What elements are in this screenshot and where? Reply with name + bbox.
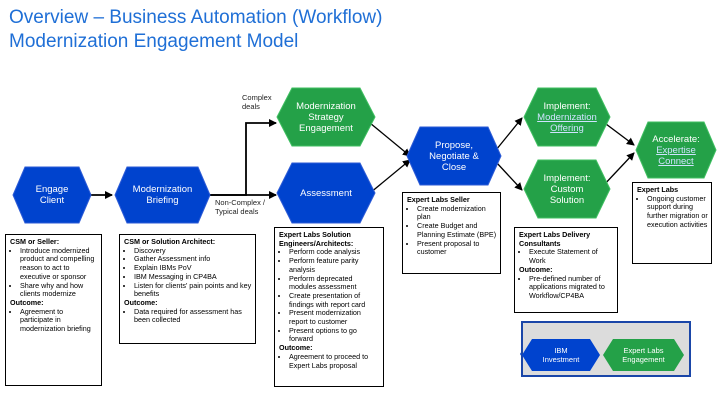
legend-expert-label: Expert Labs Engagement xyxy=(622,346,665,364)
node-strategy-engagement xyxy=(276,87,376,147)
legend-ibm-label: IBM Investment xyxy=(542,346,580,364)
list-item: Listen for clients’ pain points and key … xyxy=(134,281,252,299)
list-item: Explain IBMs PoV xyxy=(134,263,252,273)
node-modernization-briefing xyxy=(114,166,211,224)
list-item: Present modernization report to customer xyxy=(289,308,380,326)
box-delivery-outcome-list: Pre-defined number of applications migra… xyxy=(519,274,614,301)
list-item: Pre-defined number of applications migra… xyxy=(529,274,614,301)
box-expert-labs-seller: Expert Labs Seller Create modernization … xyxy=(402,192,501,274)
legend-expert-hex-shape xyxy=(603,339,684,371)
list-item: Perform code analysis xyxy=(289,248,380,257)
box-engineers-heading: Expert Labs Solution Engineers/Architect… xyxy=(279,230,354,248)
list-item: Agreement to proceed to Expert Labs prop… xyxy=(289,352,380,370)
list-item: Perform feature parity analysis xyxy=(289,256,380,274)
list-item: Ongoing customer support during further … xyxy=(647,194,708,230)
box-solution-architect: CSM or Solution Architect: Discovery Gat… xyxy=(119,234,256,344)
box-delivery-outcome-label: Outcome: xyxy=(519,264,553,274)
list-item: Execute Statement of Work xyxy=(529,247,614,265)
node-assessment xyxy=(276,162,376,224)
box-csm-heading: CSM or Seller: xyxy=(10,237,60,246)
box-delivery-consultants: Expert Labs Delivery Consultants Execute… xyxy=(514,227,618,313)
box-architect-outcome-label: Outcome: xyxy=(124,297,158,307)
box-seller-heading: Expert Labs Seller xyxy=(407,195,470,204)
node-engage-label: Engage Client xyxy=(35,184,69,206)
node-accelerate-text: Accelerate: Expertise Connect xyxy=(637,123,715,177)
box-expert-labs: Expert Labs Ongoing customer support dur… xyxy=(632,182,712,264)
node-implement-custom xyxy=(523,159,611,219)
node-implement-offering xyxy=(523,87,611,147)
box-engineers-list: Perform code analysis Perform feature pa… xyxy=(279,248,380,344)
edge-label-complex: Complex deals xyxy=(242,93,272,111)
box-solution-engineers: Expert Labs Solution Engineers/Architect… xyxy=(274,227,384,387)
node-implement-offering-label: Implement: xyxy=(543,100,591,112)
arrow-propose-to-offering xyxy=(495,117,523,151)
list-item: Perform deprecated modules assessment xyxy=(289,274,380,292)
box-csm-list: Introduce modernized product and compell… xyxy=(10,246,98,299)
node-propose-label: Propose, Negotiate & Close xyxy=(429,139,479,173)
legend-ibm-hex-shape xyxy=(522,339,600,371)
arrow-propose-to-custom xyxy=(495,161,523,191)
list-item: Introduce modernized product and compell… xyxy=(20,246,98,282)
list-item: IBM Messaging in CP4BA xyxy=(134,272,252,282)
node-assessment-label: Assessment xyxy=(300,187,352,199)
box-seller-list: Create modernization plan Create Budget … xyxy=(407,204,497,257)
page-title: Overview – Business Automation (Workflow… xyxy=(9,7,383,28)
arrow-custom-to-accelerate xyxy=(601,152,635,188)
box-delivery-heading: Expert Labs Delivery Consultants xyxy=(519,230,591,248)
list-item: Create presentation of findings with rep… xyxy=(289,291,380,309)
box-expert-heading: Expert Labs xyxy=(637,185,679,194)
box-architect-list: Discovery Gather Assessment info Explain… xyxy=(124,246,252,299)
list-item: Discovery xyxy=(134,246,252,256)
expertise-connect-link[interactable]: Expertise Connect xyxy=(656,144,696,167)
box-csm-outcome-label: Outcome: xyxy=(10,297,44,307)
list-item: Gather Assessment info xyxy=(134,255,252,264)
node-implement-offering-text: Implement: Modernization Offering xyxy=(525,89,609,145)
box-engineers-outcome-list: Agreement to proceed to Expert Labs prop… xyxy=(279,352,380,370)
list-item: Present options to go forward xyxy=(289,326,380,344)
box-csm-outcome-list: Agreement to participate in modernizatio… xyxy=(10,307,98,334)
node-accelerate xyxy=(635,121,717,179)
box-csm-seller: CSM or Seller: Introduce modernized prod… xyxy=(5,234,102,386)
node-briefing-label: Modernization Briefing xyxy=(132,184,193,206)
box-delivery-list: Execute Statement of Work xyxy=(519,247,614,265)
list-item: Present proposal to customer xyxy=(417,239,497,257)
box-architect-outcome-list: Data required for assessment has been co… xyxy=(124,307,252,325)
list-item: Create Budget and Planning Estimate (BPE… xyxy=(417,221,497,239)
node-accelerate-label: Accelerate: xyxy=(652,133,700,145)
box-expert-list: Ongoing customer support during further … xyxy=(637,194,708,230)
box-engineers-outcome-label: Outcome: xyxy=(279,343,313,353)
box-architect-heading: CSM or Solution Architect: xyxy=(124,237,216,246)
arrow-assessment-to-propose xyxy=(369,159,411,194)
arrow-strategy-to-propose xyxy=(369,122,411,157)
list-item: Data required for assessment has been co… xyxy=(134,307,252,325)
list-item: Share why and how clients modernize xyxy=(20,281,98,299)
list-item: Create modernization plan xyxy=(417,204,497,222)
node-propose xyxy=(406,126,502,186)
edge-label-noncomplex: Non-Complex / Typical deals xyxy=(215,198,266,216)
list-item: Agreement to participate in modernizatio… xyxy=(20,307,98,334)
node-engage-client xyxy=(12,166,92,224)
arrow-offering-to-accelerate xyxy=(601,120,635,146)
page-subtitle: Modernization Engagement Model xyxy=(9,31,299,52)
node-strategy-label: Modernization Strategy Engagement xyxy=(296,100,356,134)
node-implement-custom-label: Implement: Custom Solution xyxy=(543,172,591,206)
modernization-offering-link[interactable]: Modernization Offering xyxy=(537,111,597,134)
